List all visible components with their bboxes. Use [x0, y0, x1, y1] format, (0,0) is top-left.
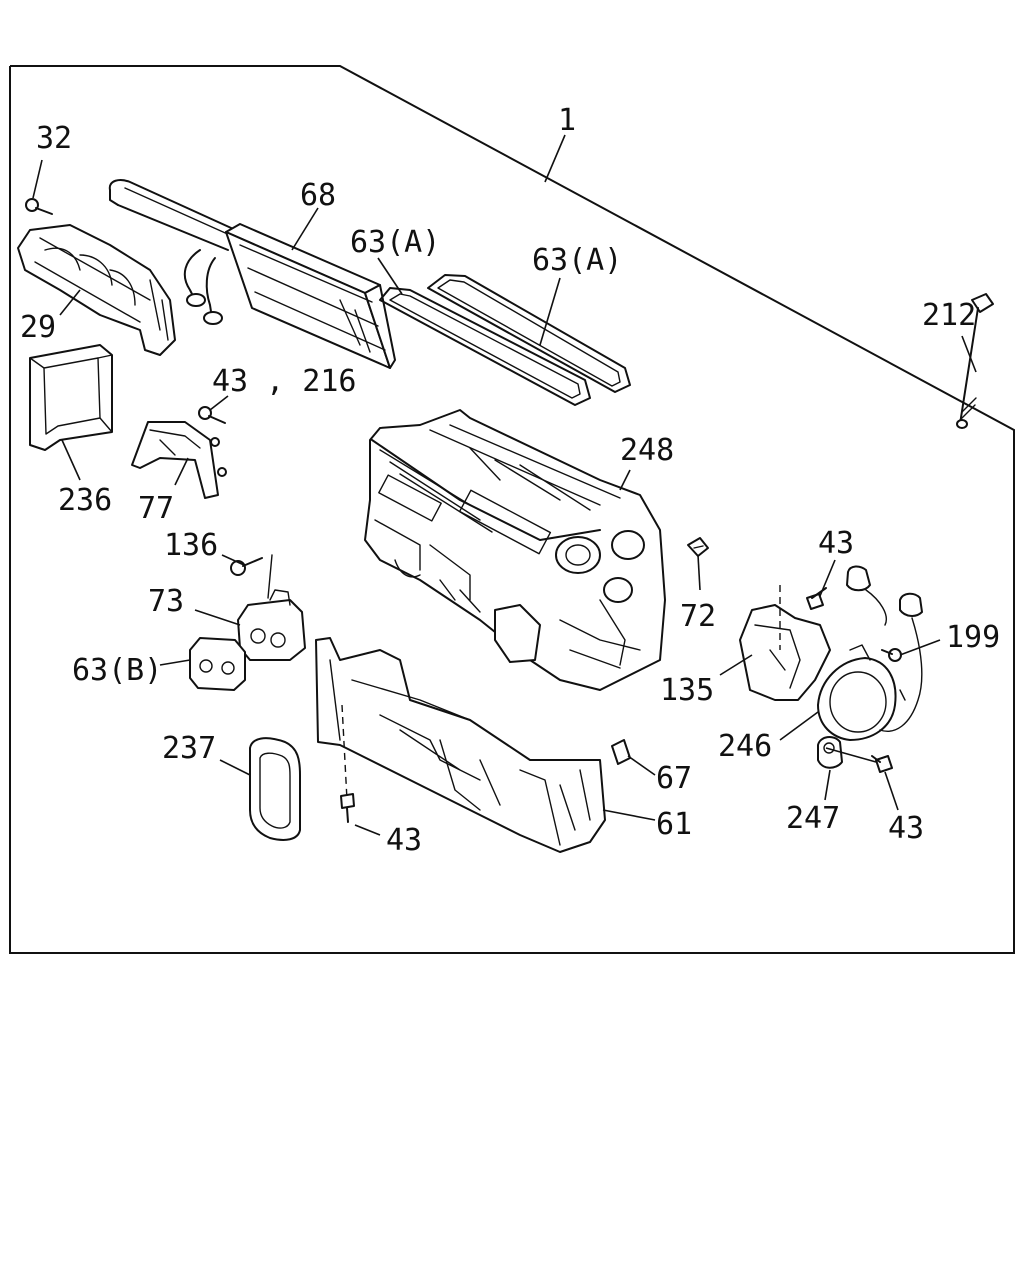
callout-237: 237	[162, 731, 216, 766]
screw-43-bottom	[340, 704, 355, 823]
lower-case-61	[315, 637, 606, 853]
seal-63a-right	[427, 274, 631, 393]
callout-63a-right: 63(A)	[532, 243, 622, 278]
callout-247: 247	[786, 801, 840, 836]
heater-core-68	[108, 179, 396, 369]
callout-63b: 63(B)	[72, 653, 162, 688]
callout-135: 135	[660, 673, 714, 708]
callout-63a-left: 63(A)	[350, 225, 440, 260]
callout-32: 32	[36, 121, 72, 156]
callout-72: 72	[680, 599, 716, 634]
callout-43-216: 43 , 216	[212, 364, 357, 399]
bracket-77	[131, 421, 227, 499]
callout-68: 68	[300, 178, 336, 213]
callout-43-bottom: 43	[386, 823, 422, 858]
clip-67	[611, 739, 631, 765]
clip-72	[687, 537, 709, 557]
callout-61: 61	[656, 807, 692, 842]
seal-63a-left	[379, 287, 591, 406]
callout-67: 67	[656, 761, 692, 796]
seal-236	[29, 344, 113, 451]
resistor-73	[237, 554, 306, 661]
screw-32	[25, 198, 53, 215]
callout-212: 212	[922, 298, 976, 333]
duct-29	[17, 224, 176, 356]
callout-73: 73	[148, 584, 184, 619]
bolt-212	[956, 293, 994, 429]
seal-237	[249, 737, 301, 841]
callout-246: 246	[718, 729, 772, 764]
actuator-135	[739, 585, 831, 701]
callout-43-right: 43	[888, 811, 924, 846]
screw-43-top	[806, 587, 827, 610]
screw-43-216	[198, 406, 226, 424]
callout-29: 29	[20, 310, 56, 345]
callout-199: 199	[946, 620, 1000, 655]
callout-236: 236	[58, 483, 112, 518]
housing-246	[817, 644, 906, 741]
callout-labels: 1 32 68 63(A) 63(A) 212 29 43 , 216 248 …	[20, 103, 1000, 858]
leader-lines	[32, 134, 977, 836]
callout-43-top: 43	[818, 526, 854, 561]
diagram-frame	[9, 65, 1015, 954]
callout-77: 77	[138, 491, 174, 526]
screw-43-right	[871, 755, 893, 773]
motor-247	[817, 736, 843, 769]
callout-1: 1	[558, 103, 576, 138]
callout-248: 248	[620, 433, 674, 468]
heater-unit-assembly	[364, 409, 666, 691]
gasket-63b	[189, 637, 246, 691]
callout-136: 136	[164, 528, 218, 563]
harness-199	[846, 565, 923, 732]
